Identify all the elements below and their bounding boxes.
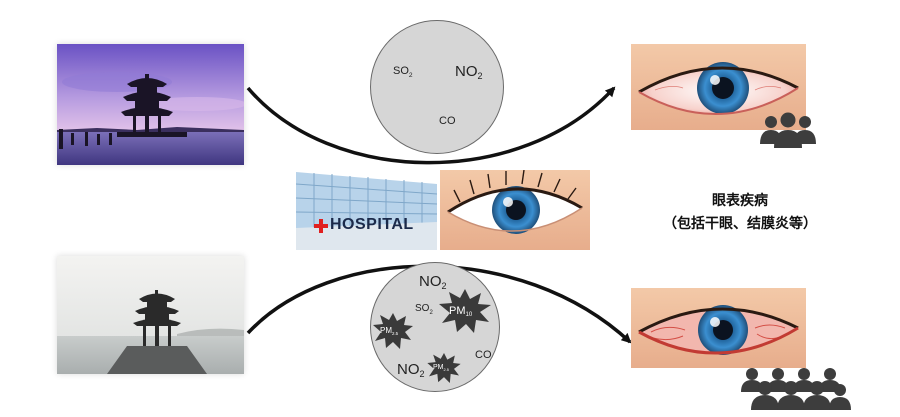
clear-sky-pagoda-photo (57, 44, 244, 165)
pollutant-no2-top-label: NO2 (419, 273, 447, 291)
hospital-building-image: HOSPITAL (296, 170, 437, 250)
disease-caption-subtitle: （包括干眼、结膜炎等） (663, 216, 817, 232)
pm10-label: PM10 (449, 305, 473, 318)
pollutant-so2-label: SO2 (393, 65, 413, 79)
pm25-particle-icon (427, 353, 461, 383)
pm25-particle-icon (373, 313, 413, 349)
pollutant-no2-label: NO2 (455, 63, 483, 81)
pollutant-co-label: CO (439, 115, 456, 127)
severely-irritated-eye-image (631, 288, 806, 368)
pollutant-co-label: CO (475, 349, 492, 361)
healthy-eye-image (440, 170, 590, 250)
pm10-particle-icon (439, 289, 491, 333)
hazy-pagoda-photo (57, 256, 244, 374)
hospital-sign-text: HOSPITAL (330, 216, 414, 233)
mildly-irritated-eye-image (631, 44, 806, 130)
disease-caption-title: 眼表疾病 (712, 193, 768, 209)
hospital-red-cross-icon (314, 219, 328, 233)
pollutant-circle-clean: SO2 NO2 CO (370, 20, 504, 154)
pm25-left-label: PM2.5 (380, 326, 399, 336)
people-group-icon (760, 112, 816, 148)
pollutant-so2-label: SO2 (415, 303, 433, 316)
pm25-bottom-label: PM2.5 (433, 364, 449, 372)
pollutant-circle-polluted: NO2 SO2 CO NO2 PM10 PM2.5 PM2.5 (370, 262, 500, 392)
crowd-icon (741, 368, 851, 410)
pollutant-no2-bottom-label: NO2 (397, 361, 425, 379)
top-flow-arrow (246, 86, 616, 165)
